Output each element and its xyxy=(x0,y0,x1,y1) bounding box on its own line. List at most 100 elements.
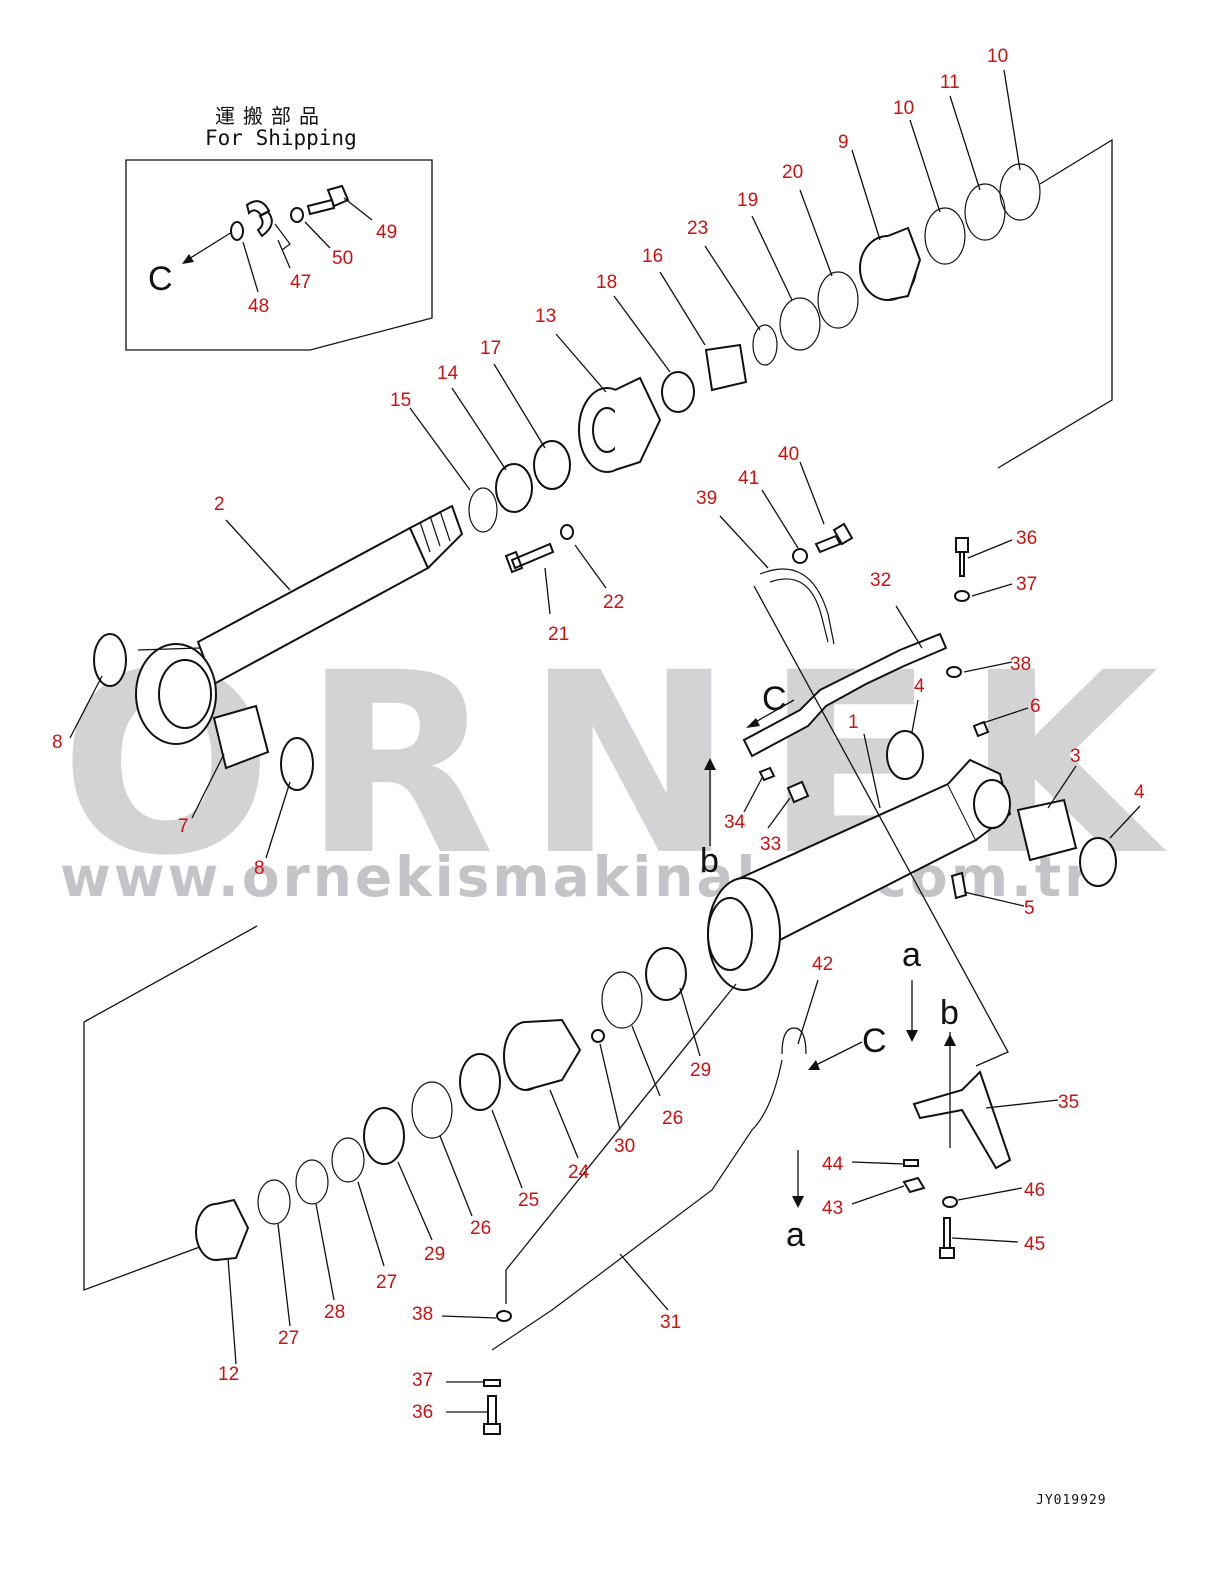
callout-8: 8 xyxy=(52,732,63,753)
view-tags: C C b a b C a xyxy=(148,260,959,1254)
callout-34: 34 xyxy=(724,812,746,833)
callout-16: 16 xyxy=(642,246,663,267)
callout-44: 44 xyxy=(822,1154,844,1175)
callout-12: 12 xyxy=(218,1364,239,1385)
callout-4: 4 xyxy=(1134,782,1145,803)
callout-32: 32 xyxy=(870,570,891,591)
view-tag-a: a xyxy=(902,936,921,974)
callout-2: 2 xyxy=(214,494,225,515)
part-49-bolt xyxy=(306,184,350,216)
callout-18: 18 xyxy=(596,272,617,293)
callout-27: 27 xyxy=(376,1272,397,1293)
callout-28: 28 xyxy=(324,1302,345,1323)
callout-7: 7 xyxy=(178,816,189,837)
part-27-ring-a xyxy=(331,1137,365,1183)
callout-22: 22 xyxy=(603,592,624,613)
part-45-bolt xyxy=(939,1217,955,1259)
view-tag-b: b xyxy=(700,842,719,880)
part-34-oring xyxy=(758,766,776,782)
shipping-title-en: For Shipping xyxy=(205,126,357,150)
part-37-washer-b xyxy=(483,1379,501,1387)
view-tag-c: C xyxy=(148,260,173,298)
part-37-washer-a xyxy=(954,590,970,602)
figure-code: JY019929 xyxy=(1036,1493,1107,1508)
part-30-nut xyxy=(591,1029,605,1043)
callout-42: 42 xyxy=(812,954,833,975)
part-25-ring xyxy=(459,1053,501,1111)
callout-4: 4 xyxy=(914,676,925,697)
callout-26: 26 xyxy=(662,1108,683,1129)
callout-9: 9 xyxy=(838,132,849,153)
callout-13: 13 xyxy=(535,306,556,327)
part-7-bushing xyxy=(212,704,270,770)
part-4-seal-a xyxy=(886,730,924,780)
part-4-seal-b xyxy=(1079,837,1117,887)
callout-10: 10 xyxy=(987,46,1008,67)
callout-3: 3 xyxy=(1070,746,1081,767)
callout-45: 45 xyxy=(1024,1234,1045,1255)
part-35-bracket xyxy=(912,1070,1012,1170)
part-26-ring-a xyxy=(601,971,643,1029)
shipping-parts xyxy=(182,184,350,264)
part-46-washer xyxy=(942,1196,958,1208)
callout-36: 36 xyxy=(1016,528,1037,549)
part-44-washer xyxy=(903,1159,919,1167)
view-tag-c: C xyxy=(762,680,787,718)
part-23-snap-ring xyxy=(752,324,778,366)
callout-15: 15 xyxy=(390,390,411,411)
cylinder-tube xyxy=(707,758,1012,991)
callout-37: 37 xyxy=(412,1370,433,1391)
part-32-hose xyxy=(742,632,948,758)
callout-26: 26 xyxy=(470,1218,491,1239)
part-11-ring xyxy=(964,183,1006,241)
shipping-arrow-head xyxy=(182,254,194,264)
part-8-seal-b xyxy=(280,737,314,791)
view-tag-b: b xyxy=(940,994,959,1032)
part-5-grease-fitting xyxy=(950,871,968,900)
leader-lines xyxy=(69,69,1141,1413)
view-tag-c: C xyxy=(862,1022,887,1060)
part-10-ring-a xyxy=(924,207,966,265)
part-38-oring-b xyxy=(496,1310,512,1322)
part-27-ring-b xyxy=(257,1179,291,1225)
part-18-ring xyxy=(661,371,695,413)
part-39-clamp xyxy=(759,568,835,645)
callout-38: 38 xyxy=(1010,654,1031,675)
callout-41: 41 xyxy=(738,468,759,489)
part-19-ring xyxy=(779,297,821,351)
part-41-washer xyxy=(792,548,808,564)
part-31-hose xyxy=(491,1059,783,1351)
callout-21: 21 xyxy=(548,624,569,645)
part-42-u-bolt xyxy=(781,1027,807,1055)
callout-23: 23 xyxy=(687,218,708,239)
callout-47: 47 xyxy=(290,272,311,293)
part-40-bolt xyxy=(814,522,854,554)
part-12-nut xyxy=(195,1198,250,1261)
part-38-oring-a xyxy=(946,666,962,678)
part-17-ring xyxy=(533,440,571,490)
part-50-washer xyxy=(290,207,304,223)
view-arrows xyxy=(704,699,956,1208)
part-20-ring xyxy=(817,271,859,329)
callout-14: 14 xyxy=(437,363,459,384)
part-14-ring xyxy=(495,463,533,513)
callout-39: 39 xyxy=(696,488,717,509)
callout-33: 33 xyxy=(760,834,781,855)
callout-38: 38 xyxy=(412,1304,433,1325)
callout-46: 46 xyxy=(1024,1180,1045,1201)
callout-48: 48 xyxy=(248,296,269,317)
part-10-ring-b xyxy=(999,163,1041,221)
callout-8: 8 xyxy=(254,858,265,879)
part-47-split-collar xyxy=(245,200,273,238)
part-48-washer xyxy=(230,221,244,241)
callout-43: 43 xyxy=(822,1198,843,1219)
callout-40: 40 xyxy=(778,444,799,465)
part-26-ring-b xyxy=(411,1081,453,1139)
part-3-bushing xyxy=(1016,798,1078,862)
callout-50: 50 xyxy=(332,248,353,269)
view-tag-a: a xyxy=(786,1216,805,1254)
callout-6: 6 xyxy=(1030,696,1041,717)
callout-1: 1 xyxy=(848,712,859,733)
callout-27: 27 xyxy=(278,1328,299,1349)
callout-36: 36 xyxy=(412,1402,433,1423)
